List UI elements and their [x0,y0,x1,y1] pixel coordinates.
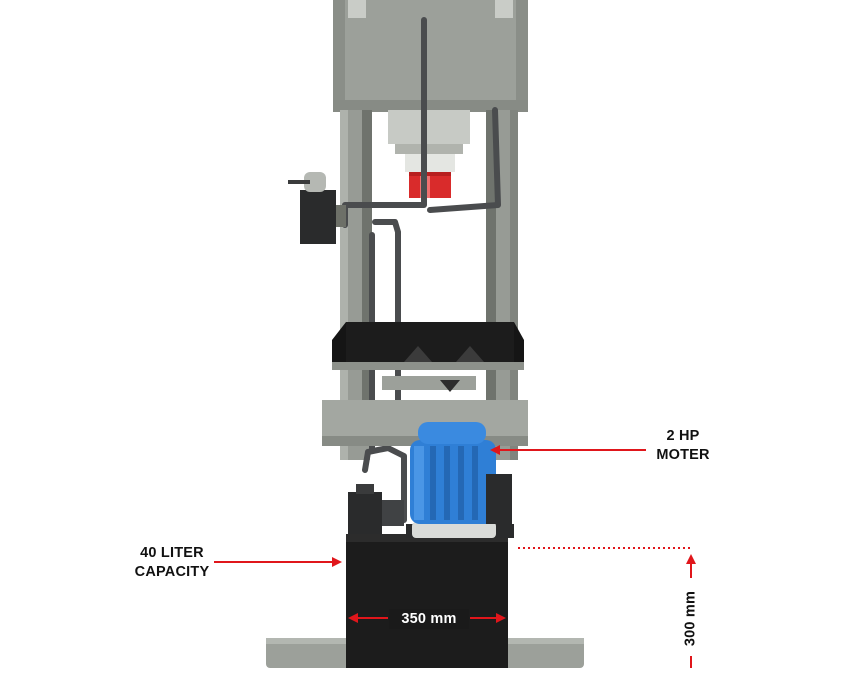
top-crown [333,0,528,112]
tank-annotation: 40 LITER CAPACITY [118,544,226,582]
tank-height-dimension: 300 mm [682,590,699,647]
motor-label-line1: 2 HP [666,428,700,444]
hydraulic-cylinder [388,110,470,198]
electric-motor [406,422,514,538]
tank-label-line1: 40 LITER [140,545,204,561]
tank-label-line2: CAPACITY [134,564,210,580]
tank-width-dimension: 350 mm [389,609,469,629]
control-valve [288,172,346,244]
motor-label-line2: MOTER [656,447,710,463]
oil-tank [346,534,508,668]
pump-unit [348,484,404,534]
motor-annotation: 2 HP MOTER [642,427,724,465]
annotation-arrows [214,445,696,668]
